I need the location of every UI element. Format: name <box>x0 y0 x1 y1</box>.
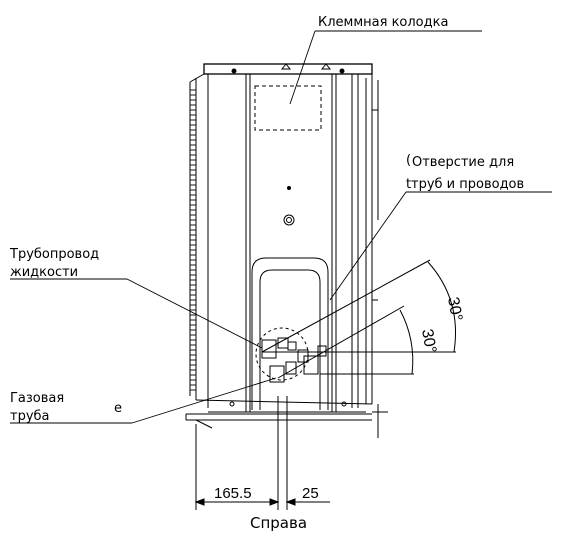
hole-label-tick: ( <box>406 153 411 168</box>
terminal-block-outline <box>254 85 322 131</box>
hole-leader <box>329 191 407 301</box>
top-mark-icon <box>280 63 292 70</box>
dim-arrow-left-icon <box>194 498 205 506</box>
hole-label-line2: труб и проводов <box>411 177 524 192</box>
unit-body <box>189 63 379 413</box>
top-screw-right-icon <box>339 68 345 74</box>
hole-label-line1: Отверстие для <box>412 155 514 170</box>
liquid-pipe-label-line1: Трубопровод <box>9 247 99 262</box>
side-louvre <box>190 89 196 391</box>
pipe-direction-lines <box>261 259 457 379</box>
gas-pipe-label-line1: Газовая <box>10 391 64 406</box>
bottom-line <box>195 399 373 405</box>
liquid-pipe-label-line2: жидкости <box>10 265 78 280</box>
liquid-direction-line <box>261 259 431 353</box>
center-dot-icon <box>287 186 291 190</box>
center-screw-inner-icon <box>286 217 292 223</box>
opening-inner <box>259 269 321 410</box>
dimension-left: 165.5 <box>214 485 252 502</box>
angle-lower: 30° <box>418 328 439 355</box>
top-cap <box>203 63 373 75</box>
stray-letter: e <box>114 401 122 416</box>
lower-angle-arc <box>399 309 414 375</box>
top-screw-left-icon <box>231 68 237 74</box>
terminal-block-label: Клеммная колодка <box>318 15 448 30</box>
terminal-leader <box>289 30 316 105</box>
view-caption: Справа <box>250 514 307 532</box>
liquid-leader <box>126 278 263 349</box>
liquid-valve-icon <box>261 337 297 359</box>
bottom-screw-left-icon <box>229 401 235 407</box>
gas-valve-icon <box>269 349 319 383</box>
top-mark-icon-2 <box>320 63 332 70</box>
left-top-slant <box>189 73 205 83</box>
gas-direction-line <box>277 305 405 379</box>
upper-angle-arc <box>427 261 457 353</box>
dim-arrow-mid-icon <box>269 498 280 506</box>
angle-upper: 30° <box>444 296 465 323</box>
dimension-right: 25 <box>302 485 319 502</box>
leader-lines <box>10 30 552 424</box>
base-frame <box>185 404 388 438</box>
gas-leader <box>131 377 277 424</box>
gas-pipe-label-line2: труба <box>10 409 50 424</box>
center-screw-outer-icon <box>283 214 295 226</box>
bottom-screw-right-icon <box>341 401 347 407</box>
pipe-zone-outline <box>255 327 309 381</box>
dimension-lines <box>194 396 330 510</box>
hole-label-tick-2: t <box>406 177 411 192</box>
opening-outer <box>251 257 329 410</box>
dim-arrow-right-icon <box>285 498 296 506</box>
